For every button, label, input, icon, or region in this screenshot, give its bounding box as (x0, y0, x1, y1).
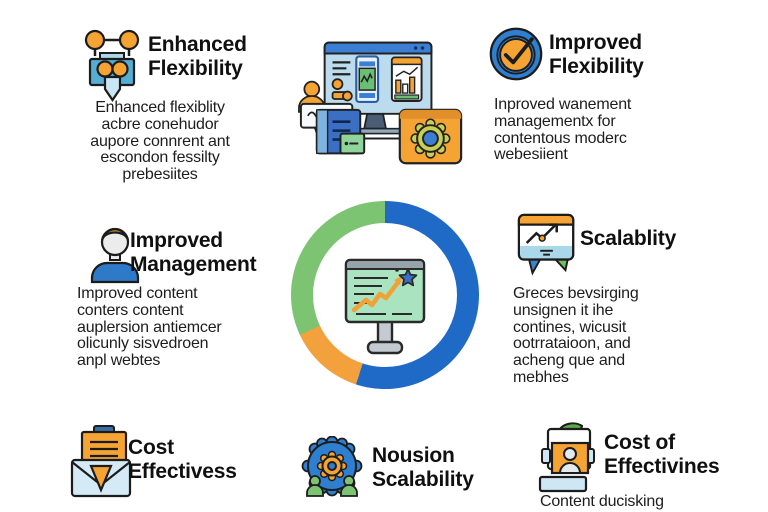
section-body-cost-of-effectivines: Content ducisking (540, 493, 664, 510)
workstation-person-icon (538, 422, 595, 493)
gear-people-icon (301, 436, 363, 497)
section-body-enhanced-flexibility: Enhanced flexiblity acbre conehudor aupo… (90, 99, 230, 184)
chart-window-icon (517, 213, 575, 276)
section-title-scalability: Scalablity (580, 227, 677, 250)
section-body-improved-flexibility: Inproved wanement managementx for conten… (494, 96, 632, 164)
cms-dashboard-illustration-icon (298, 41, 463, 165)
section-title-improved-flexibility: Improved Flexibility (549, 31, 644, 78)
section-title-cost-effectiveness: Cost Effectivess (128, 436, 237, 483)
section-title-enhanced-flexibility: Enhanced Flexibility (148, 33, 247, 80)
section-title-cost-of-effectivines: Cost of Effectivines (604, 431, 720, 478)
section-title-nousion-scalability: Nousion Scalability (372, 444, 474, 491)
check-badge-icon (489, 27, 543, 81)
section-body-improved-management: Improved content conters content auplers… (77, 285, 222, 370)
person-icon (90, 227, 140, 284)
section-body-scalability: Greces bevsirging unsignen it ihe contin… (513, 285, 639, 386)
envelope-document-icon (70, 425, 132, 498)
network-nodes-icon (84, 29, 140, 102)
section-title-improved-management: Improved Management (130, 229, 257, 276)
monitor-growth-chart-icon (344, 258, 426, 355)
